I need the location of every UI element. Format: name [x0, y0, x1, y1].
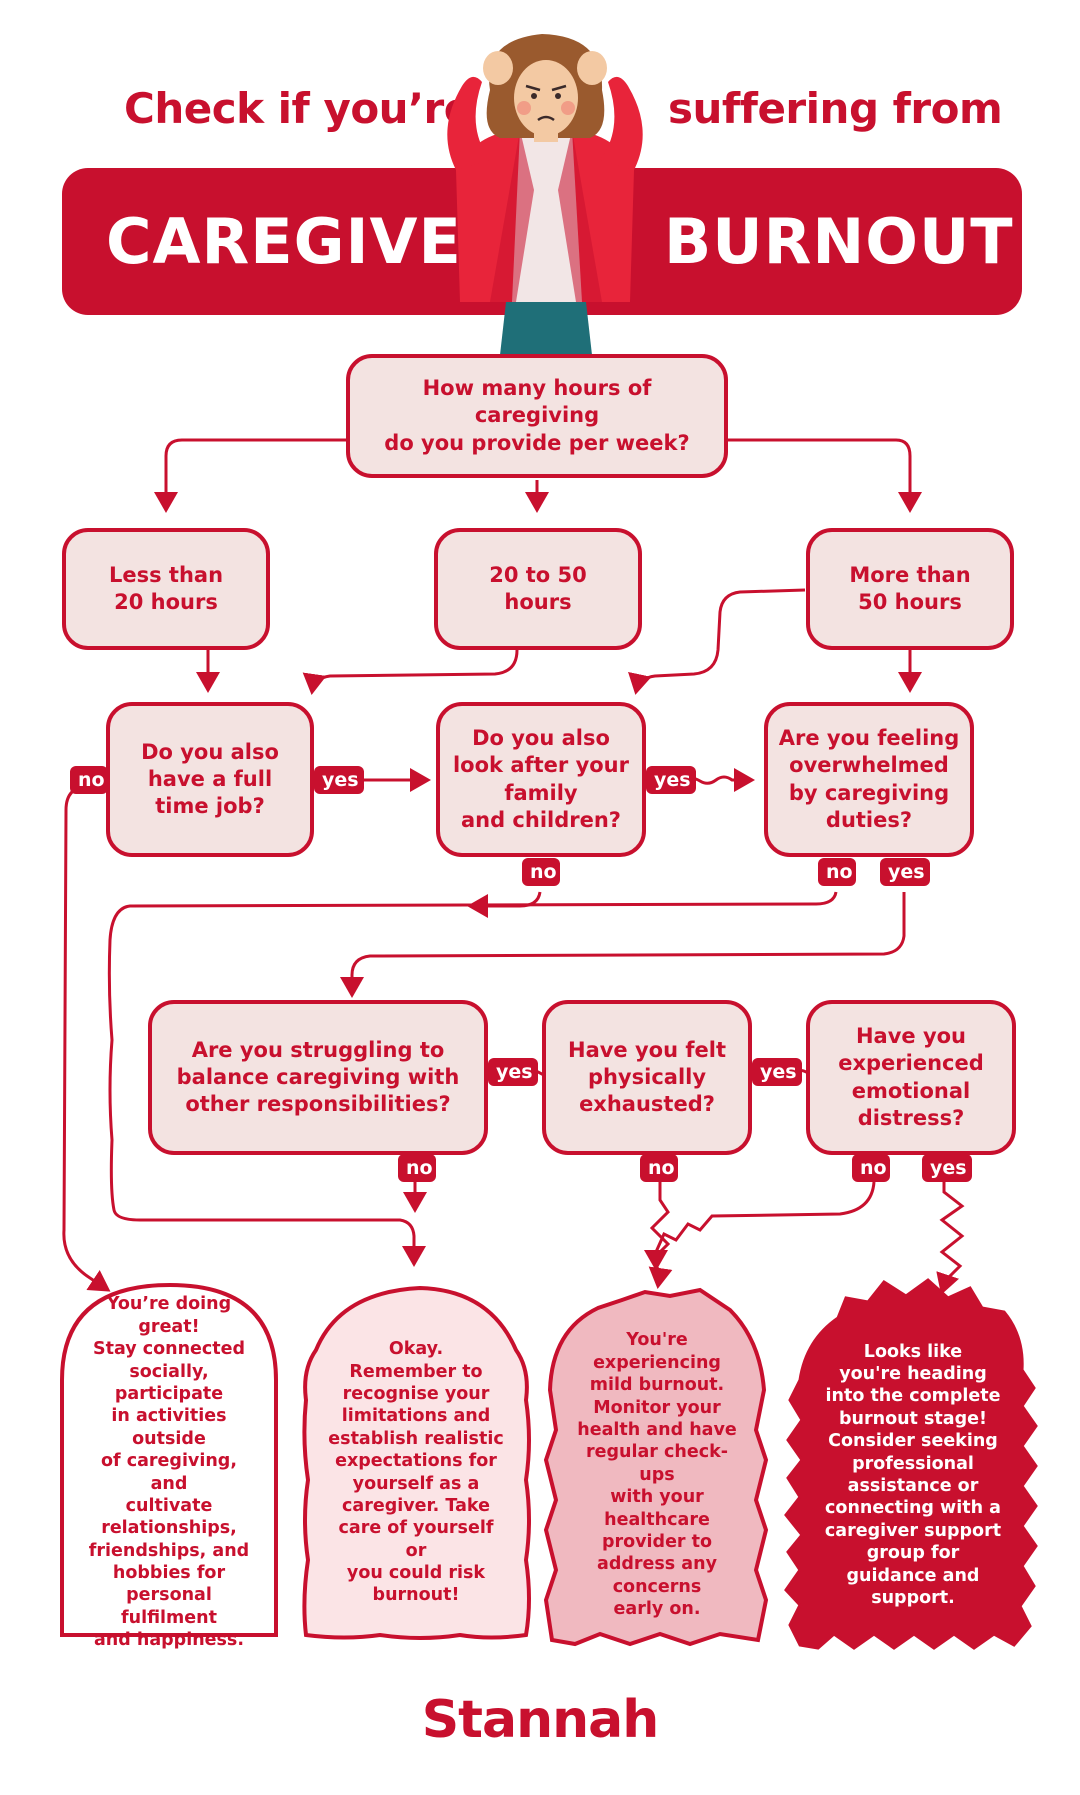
outcome-shape-okay	[302, 1285, 531, 1640]
stressed-woman-illustration	[447, 34, 643, 355]
answer-20-to-50: 20 to 50 hours	[434, 528, 642, 650]
tag-family-no: no	[522, 858, 560, 886]
tag-exhausted-no: no	[640, 1154, 678, 1182]
title-right: suffering from	[668, 84, 1003, 133]
outcome-mild-burnout: You're experiencing mild burnout. Monito…	[577, 1330, 737, 1620]
outcome-shape-complete	[784, 1278, 1038, 1650]
tag-balance-no: no	[398, 1154, 436, 1182]
question-overwhelmed: Are you feeling overwhelmed by caregivin…	[764, 702, 974, 857]
question-family-children: Do you also look after your family and c…	[436, 702, 646, 857]
tag-exhausted-yes: yes	[752, 1058, 802, 1086]
stannah-logo: Stannah	[421, 1690, 660, 1750]
tag-job-yes: yes	[314, 766, 364, 794]
tag-family-yes: yes	[646, 766, 696, 794]
tag-balance-yes: yes	[488, 1058, 538, 1086]
question-hours: How many hours of caregiving do you prov…	[346, 354, 728, 478]
tag-job-no: no	[70, 766, 108, 794]
tag-overwhelmed-yes: yes	[880, 858, 930, 886]
tag-distress-no: no	[852, 1154, 890, 1182]
question-full-time-job: Do you also have a full time job?	[106, 702, 314, 857]
outcome-shape-mild	[543, 1287, 769, 1647]
tag-overwhelmed-no: no	[818, 858, 856, 886]
banner-word-right: BURNOUT	[664, 205, 1014, 278]
outcome-okay: Okay. Remember to recognise your limitat…	[328, 1339, 504, 1606]
tag-distress-yes: yes	[922, 1154, 972, 1182]
answer-more-than-50: More than 50 hours	[806, 528, 1014, 650]
outcome-doing-great: You’re doing great! Stay connected socia…	[88, 1294, 250, 1651]
title-left: Check if you’re	[124, 84, 472, 133]
outcome-shape-great	[60, 1282, 278, 1637]
outcome-complete-burnout: Looks like you're heading into the compl…	[824, 1341, 1002, 1608]
banner-word-left: CAREGIVER	[106, 205, 511, 278]
answer-less-than-20: Less than 20 hours	[62, 528, 270, 650]
question-emotional-distress: Have you experienced emotional distress?	[806, 1000, 1016, 1155]
question-balance: Are you struggling to balance caregiving…	[148, 1000, 488, 1155]
question-physically-exhausted: Have you felt physically exhausted?	[542, 1000, 752, 1155]
